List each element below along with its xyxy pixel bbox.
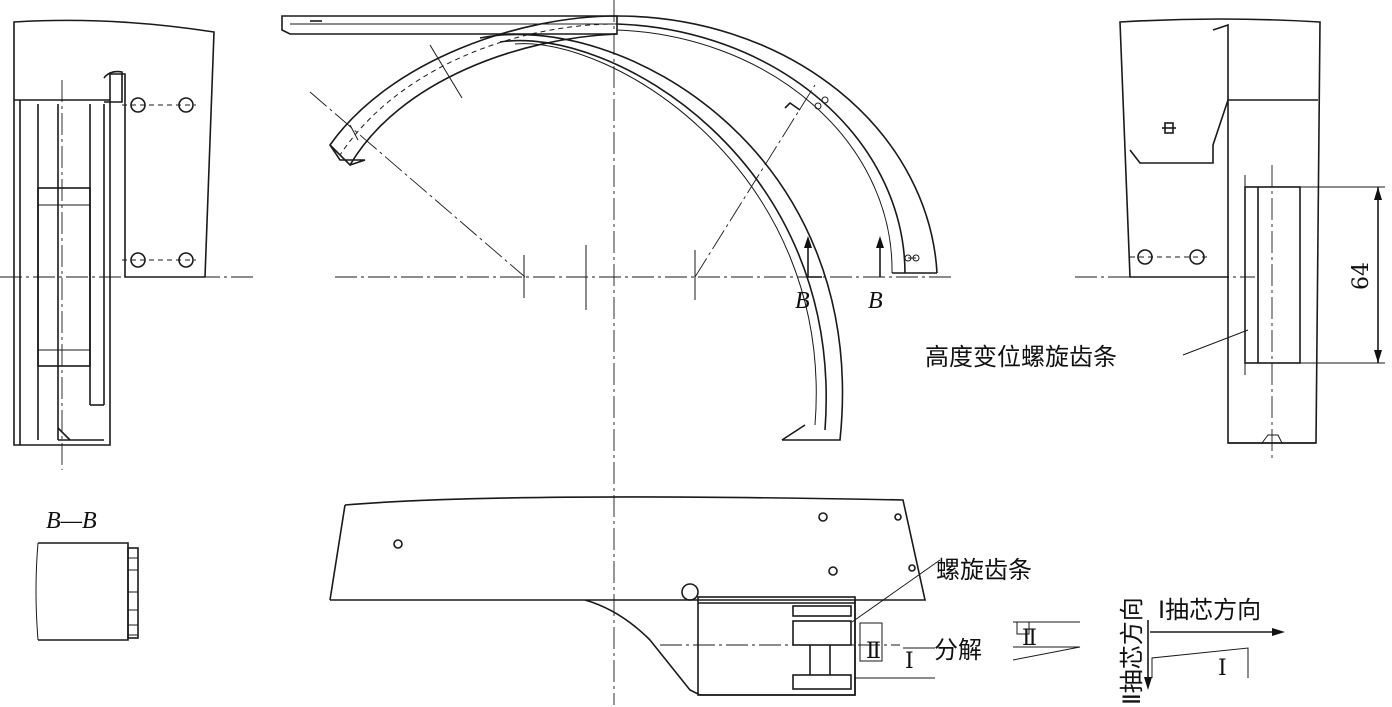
center-front-view: B B <box>281 0 955 460</box>
helical-rack-label: 螺旋齿条 <box>936 556 1032 584</box>
section-marker-b-left: B <box>795 288 810 314</box>
roman-two-detail-label: Ⅱ <box>1022 626 1037 651</box>
disassembly-label: 分解 <box>934 636 982 664</box>
bottom-assembly-view: 螺旋齿条 Ⅱ Ⅰ 分解 Ⅱ Ⅱ抽芯方向 Ⅰ抽芯方向 Ⅰ <box>329 462 1285 705</box>
helical-rack-height-mod-label: 高度变位螺旋齿条 <box>925 343 1117 371</box>
core-pull-direction-two: Ⅱ抽芯方向 <box>1118 597 1146 705</box>
roman-one-detail-label: Ⅰ <box>1218 656 1227 681</box>
left-side-view <box>0 19 255 470</box>
section-b-b: B—B <box>35 508 139 641</box>
section-b-b-title: B—B <box>46 508 97 534</box>
section-marker-b-right: B <box>868 288 883 314</box>
core-pull-direction-one: Ⅰ抽芯方向 <box>1158 596 1261 624</box>
right-side-view: 64 高度变位螺旋齿条 <box>925 18 1385 460</box>
dimension-64: 64 <box>1349 262 1374 290</box>
roman-one-label: Ⅰ <box>905 649 914 674</box>
roman-two-label: Ⅱ <box>866 639 881 664</box>
